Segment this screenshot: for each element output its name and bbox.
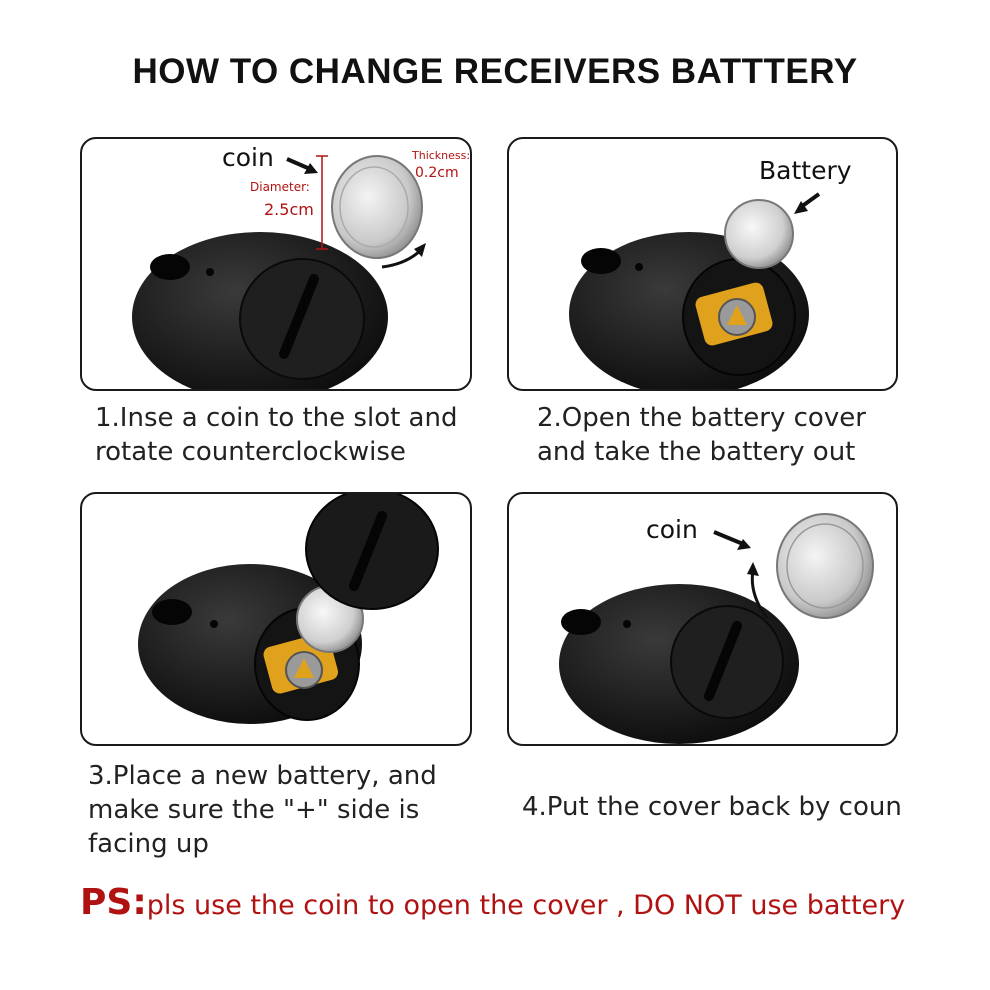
page-title: HOW TO CHANGE RECEIVERS BATTTERY [132, 52, 858, 91]
step-4-line-1: 4.Put the cover back by coun [522, 792, 902, 822]
step-3-image [80, 492, 472, 746]
diameter-value: 2.5cm [264, 200, 314, 219]
step-1-caption: 1.Inse a coin to the slot and rotate cou… [95, 401, 457, 469]
coin-icon [776, 513, 874, 619]
device-open-illustration: Battery [569, 156, 852, 389]
device-closed-with-coin-illustration: coin [559, 513, 874, 744]
coin-label: coin [646, 515, 698, 544]
thickness-value: 0.2cm [415, 165, 459, 181]
step-1-line-1: 1.Inse a coin to the slot and [95, 403, 458, 433]
step-2-line-2: and take the battery out [537, 437, 856, 467]
step-3-line-1: 3.Place a new battery, and [88, 761, 437, 791]
device-with-coin-illustration: coin Diameter: 2.5cm Thickness: 0.2cm [132, 143, 470, 389]
step-3-caption: 3.Place a new battery, and make sure the… [88, 759, 437, 861]
step-2-image: Battery [507, 137, 898, 391]
step-4-caption: 4.Put the cover back by coun [522, 790, 902, 824]
step-3-line-3: facing up [88, 829, 209, 859]
ps-label: PS: [80, 882, 147, 923]
step-4-image: coin [507, 492, 898, 746]
coin-label: coin [222, 143, 274, 172]
step-3-line-2: make sure the "+" side is [88, 795, 420, 825]
device-new-battery-illustration [138, 494, 439, 724]
step-2-caption: 2.Open the battery cover and take the ba… [537, 401, 866, 469]
step-1-line-2: rotate counterclockwise [95, 437, 406, 467]
ps-text: pls use the coin to open the cover , DO … [146, 890, 906, 921]
ps-note: PS:pls use the coin to open the cover , … [80, 882, 905, 923]
battery-label: Battery [759, 156, 852, 185]
step-2-line-1: 2.Open the battery cover [537, 403, 866, 433]
step-1-image: coin Diameter: 2.5cm Thickness: 0.2cm [80, 137, 472, 391]
thickness-label: Thickness: [411, 149, 470, 162]
battery-icon [724, 199, 794, 269]
diameter-label: Diameter: [250, 180, 310, 194]
